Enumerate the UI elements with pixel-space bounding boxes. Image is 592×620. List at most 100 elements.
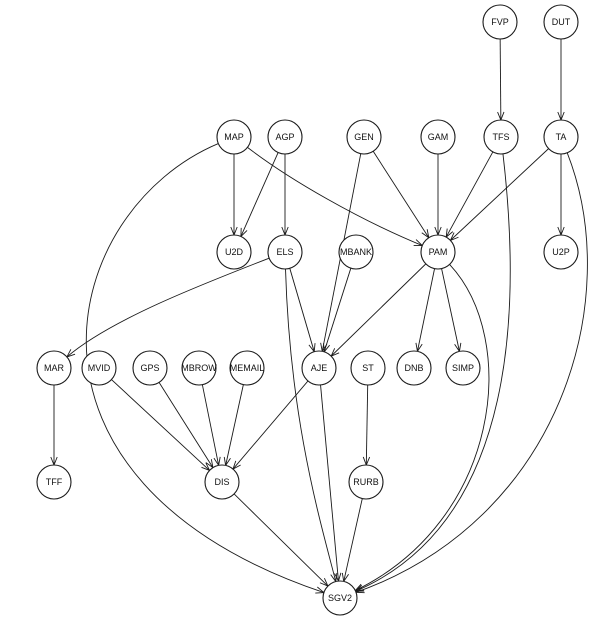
edge-line [365, 384, 369, 466]
edge-ta-to-pam [449, 148, 549, 242]
edge-line [232, 380, 309, 470]
node-dis: DIS [204, 464, 240, 500]
edge-st-to-rurb [362, 384, 371, 467]
edge-line [225, 384, 244, 466]
node-mar: MAR [36, 350, 72, 386]
edge-line [285, 268, 337, 582]
edge-line [441, 268, 460, 352]
edge-line [111, 379, 210, 471]
edge-line [417, 268, 435, 352]
node-mbank: MBANK [338, 234, 374, 270]
node-label: DNB [404, 363, 423, 373]
edge-line [201, 384, 220, 466]
node-circle [216, 119, 252, 155]
node-els: ELS [267, 234, 303, 270]
node-label: TA [556, 132, 567, 142]
edge-line [355, 264, 490, 591]
edge-line [320, 384, 339, 582]
node-circle [267, 119, 303, 155]
edge-pam-to-aje [330, 263, 427, 357]
edge-line [330, 263, 427, 357]
edge-gam-to-pam [434, 154, 442, 237]
edge-mbank-to-aje [323, 268, 352, 353]
node-label: MEMAIL [230, 363, 265, 373]
node-agp: AGP [267, 119, 303, 155]
node-circle [338, 234, 374, 270]
node-circle [181, 350, 217, 386]
node-circle [445, 350, 481, 386]
node-fvp: FVP [482, 4, 518, 40]
edge-mvid-to-dis [111, 379, 211, 472]
node-ta: TA [543, 119, 579, 155]
arrowhead [421, 229, 430, 239]
node-label: MBROW [181, 363, 217, 373]
node-label: MAR [44, 363, 65, 373]
node-circle [267, 234, 303, 270]
node-mbrow: MBROW [181, 350, 217, 386]
node-label: TFS [493, 132, 510, 142]
node-label: AGP [275, 132, 294, 142]
node-circle [301, 350, 337, 386]
edge-line [66, 257, 270, 358]
node-circle [420, 234, 456, 270]
node-circle [36, 350, 72, 386]
node-circle [543, 119, 579, 155]
edge-line [323, 268, 352, 352]
node-tff: TFF [36, 464, 72, 500]
node-label: DUT [552, 17, 571, 27]
node-circle [36, 464, 72, 500]
edge-aje-to-dis [232, 380, 309, 470]
edge-line [247, 146, 423, 246]
node-simp: SIMP [445, 350, 481, 386]
node-circle [482, 4, 518, 40]
edge-line [289, 268, 315, 352]
edge-aje-to-sgv2 [320, 384, 342, 583]
edges-layer [50, 38, 588, 594]
edge-pam-to-dnb [415, 268, 435, 353]
node-u2d: U2D [216, 234, 252, 270]
edge-gen-to-pam [372, 151, 430, 239]
node-memail: MEMAIL [229, 350, 265, 386]
node-circle [543, 234, 579, 270]
node-circle [350, 350, 386, 386]
edge-pam-to-simp [441, 268, 462, 353]
node-map: MAP [216, 119, 252, 155]
node-label: SIMP [452, 363, 474, 373]
edge-els-to-mar [65, 257, 270, 358]
edge-agp-to-els [281, 154, 289, 237]
node-circle [420, 119, 456, 155]
node-mvid: MVID [81, 350, 117, 386]
node-label: U2D [225, 247, 244, 257]
edge-line [240, 152, 279, 237]
edge-els-to-aje [289, 268, 316, 353]
node-circle [543, 4, 579, 40]
node-rurb: RURB [348, 464, 384, 500]
node-label: MVID [88, 363, 111, 373]
edge-line [233, 493, 329, 587]
edge-line [355, 153, 511, 592]
edge-map-to-u2d [230, 154, 238, 237]
node-circle [229, 350, 265, 386]
node-sgv2: SGV2 [322, 580, 358, 616]
edge-line [158, 382, 214, 468]
node-label: ELS [276, 247, 293, 257]
edge-memail-to-dis [223, 384, 244, 467]
node-st: ST [350, 350, 386, 386]
node-circle [346, 119, 382, 155]
node-circle [81, 350, 117, 386]
node-label: TFF [46, 477, 63, 487]
node-dnb: DNB [396, 350, 432, 386]
edge-line [343, 498, 363, 582]
node-label: FVP [491, 17, 509, 27]
edge-rurb-to-sgv2 [341, 498, 363, 583]
edge-tfs-to-pam [445, 151, 494, 239]
node-circle [396, 350, 432, 386]
edge-dis-to-sgv2 [233, 493, 329, 587]
node-u2p: U2P [543, 234, 579, 270]
node-tfs: TFS [483, 119, 519, 155]
node-circle [483, 119, 519, 155]
node-label: GAM [428, 132, 449, 142]
